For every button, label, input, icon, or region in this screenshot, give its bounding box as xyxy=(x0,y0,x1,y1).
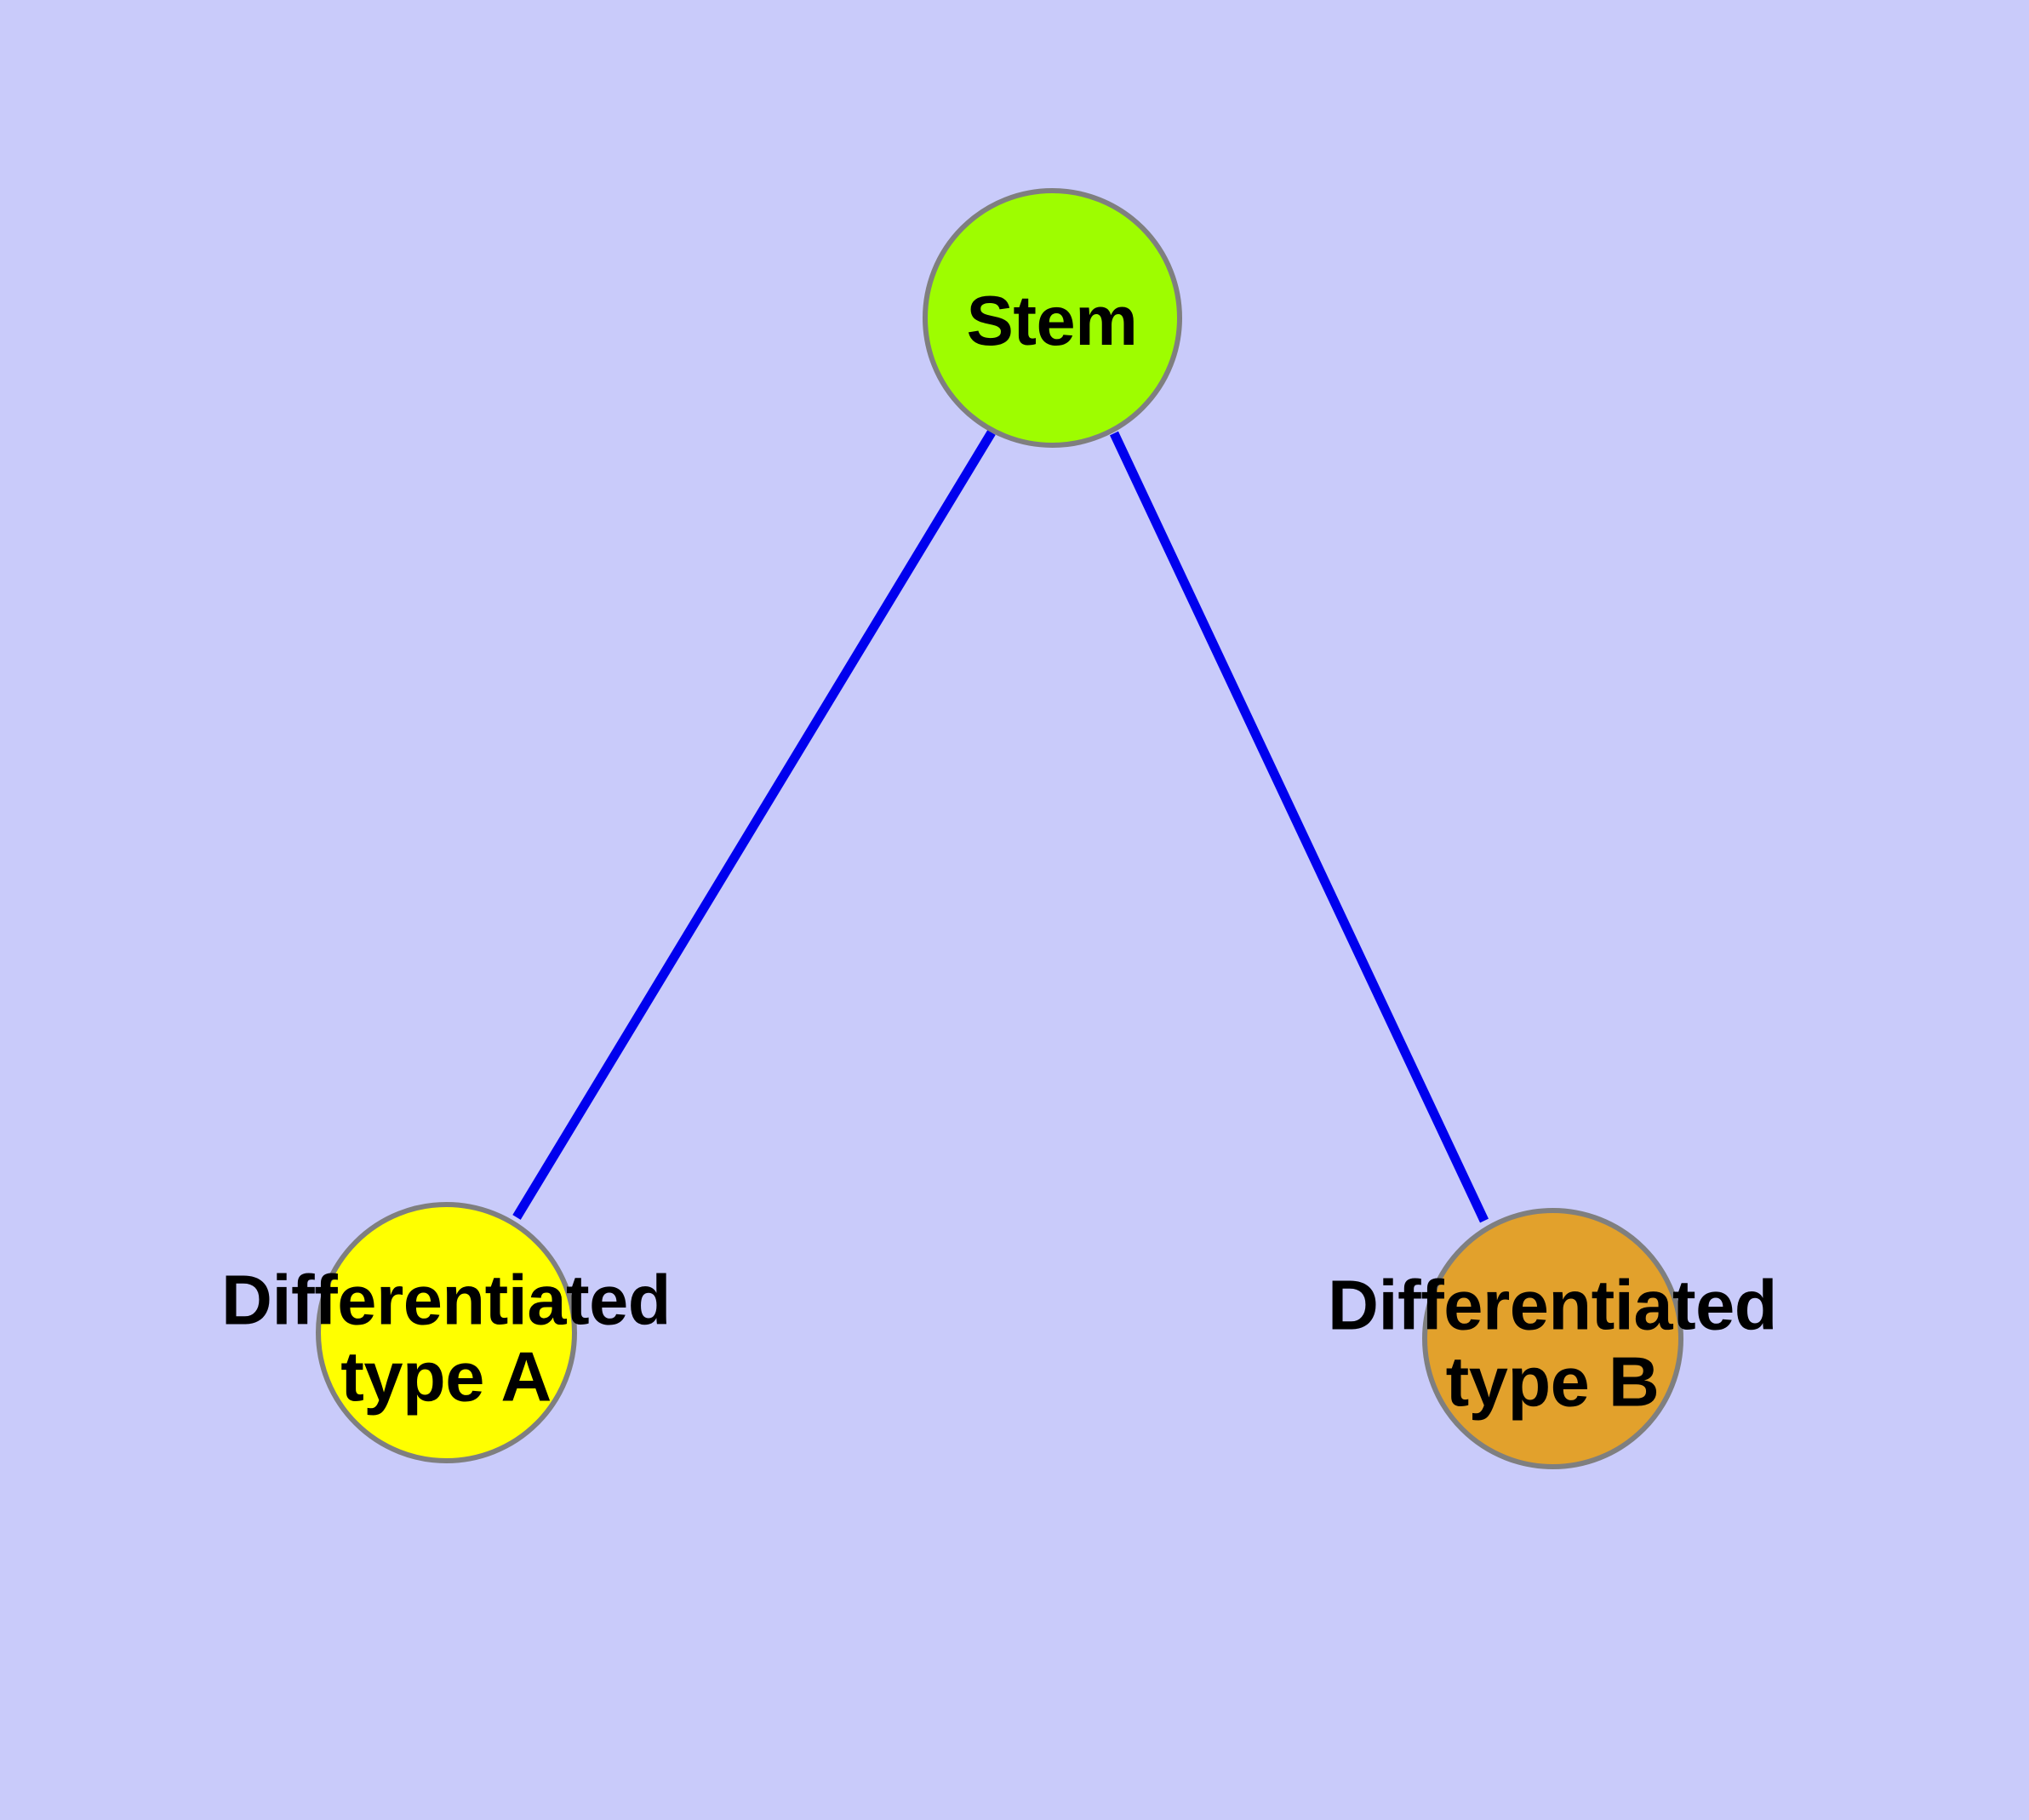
node-differentiated-type-b[interactable] xyxy=(1422,1208,1683,1469)
node-differentiated-type-a[interactable] xyxy=(316,1202,577,1463)
edge-stem-to-differentiated-type-b xyxy=(1110,431,1489,1223)
edge-stem-to-differentiated-type-a xyxy=(512,430,996,1220)
node-stem[interactable] xyxy=(923,188,1182,448)
